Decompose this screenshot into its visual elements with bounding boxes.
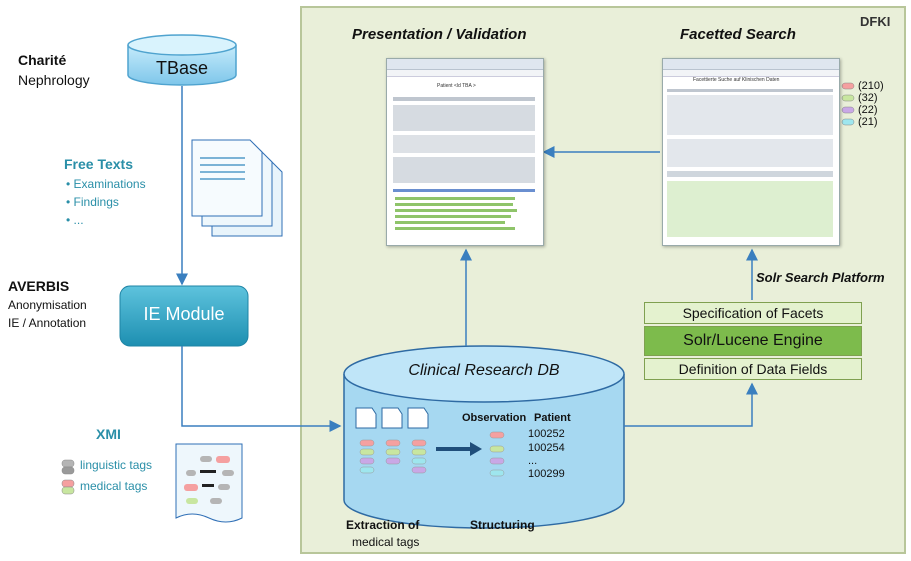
free-texts-title: Free Texts — [64, 156, 133, 172]
patient-id: 100299 — [528, 468, 565, 480]
free-texts-item: • Findings — [66, 195, 119, 209]
solr-lucene-engine: Solr/Lucene Engine — [644, 326, 862, 356]
facet-count: (22) — [858, 104, 878, 116]
ie-module-label: IE Module — [143, 304, 225, 324]
medical-tag-swatch — [61, 479, 75, 488]
specification-of-facets: Specification of Facets — [644, 302, 862, 324]
db-document-icons — [355, 407, 429, 429]
legend-linguistic-tags: linguistic tags — [80, 458, 153, 472]
patient-id: 100252 — [528, 428, 565, 440]
solr-search-platform-label: Solr Search Platform — [756, 270, 885, 285]
xmi-title: XMI — [96, 426, 121, 442]
presentation-title: Presentation / Validation — [352, 26, 527, 43]
averbis-line: IE / Annotation — [8, 316, 87, 330]
observation-header: Observation — [462, 412, 527, 424]
presentation-header: Patient <ld TBA > — [437, 83, 476, 89]
averbis-title: AVERBIS — [8, 278, 70, 294]
patient-header: Patient — [534, 412, 571, 424]
xmi-document-icon — [175, 443, 243, 523]
structuring-label: Structuring — [470, 518, 535, 532]
tbase-cylinder — [127, 34, 237, 86]
observation-tags — [489, 431, 505, 477]
presentation-screenshot: Patient <ld TBA > — [386, 58, 544, 246]
extraction-label-sub: medical tags — [352, 535, 420, 549]
free-texts-item: • Examinations — [66, 177, 146, 191]
facet-count: (21) — [858, 116, 878, 128]
free-texts-item: • ... — [66, 213, 84, 227]
facetted-search-title: Facetted Search — [680, 26, 796, 43]
definition-of-data-fields: Definition of Data Fields — [644, 358, 862, 380]
facetted-search-screenshot: Facettierte Suche auf Klinischen Daten — [662, 58, 840, 246]
averbis-line: Anonymisation — [8, 298, 87, 312]
db-tag-columns — [359, 439, 427, 474]
legend-medical-tags: medical tags — [80, 479, 148, 493]
facet-count: (32) — [858, 92, 878, 104]
free-text-documents-icon — [191, 139, 283, 237]
tbase-label: TBase — [155, 58, 209, 78]
charite-subtitle: Nephrology — [18, 72, 90, 88]
ie-module-box — [119, 285, 249, 347]
facetted-header: Facettierte Suche auf Klinischen Daten — [693, 77, 780, 83]
facet-count: (210) — [858, 80, 884, 92]
charite-title: Charité — [18, 52, 67, 68]
patient-id: ... — [528, 455, 538, 467]
linguistic-tag-swatch — [61, 459, 75, 468]
extraction-label: Extraction of — [346, 518, 420, 532]
solr-stack: Specification of Facets Solr/Lucene Engi… — [644, 302, 862, 382]
patient-id: 100254 — [528, 442, 565, 454]
clinical-research-db-title: Clinical Research DB — [408, 362, 560, 379]
dfki-label: DFKI — [860, 14, 891, 29]
